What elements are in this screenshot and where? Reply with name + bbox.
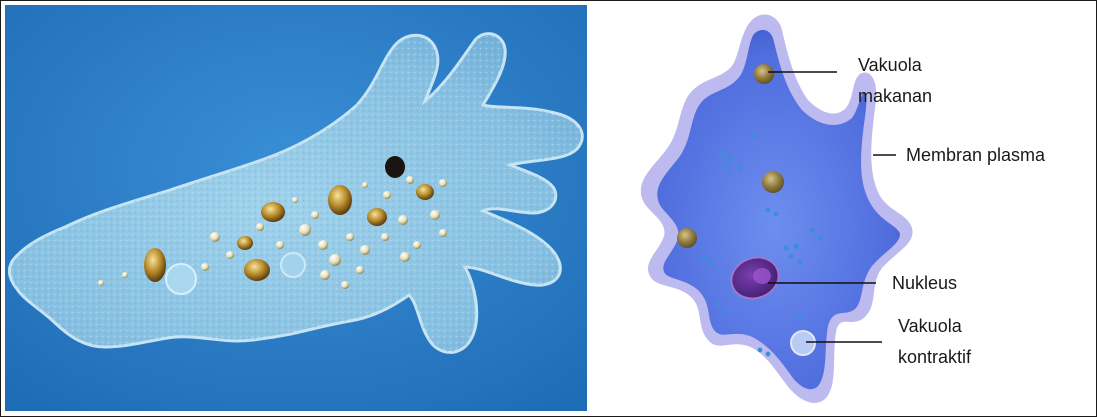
photo-dark-particle: [385, 156, 405, 178]
label-contractile-vacuole-line1: Vakuola: [898, 314, 962, 338]
photo-food-vacuole: [416, 184, 434, 200]
label-nucleus: Nukleus: [892, 271, 957, 295]
photo-food-vacuole: [261, 202, 285, 222]
photo-food-vacuole: [244, 259, 270, 281]
diagram-food-vacuole: [677, 228, 697, 248]
label-food-vacuole-line1: Vakuola: [858, 53, 922, 77]
diagram-contractile-vacuole: [791, 331, 815, 355]
photo-clear-vacuole: [166, 264, 196, 294]
photo-clear-vacuole: [281, 253, 305, 277]
diagram-food-vacuole: [754, 64, 774, 84]
photo-food-vacuole: [144, 248, 166, 282]
photo-food-vacuole: [328, 185, 352, 215]
label-food-vacuole-line2: makanan: [858, 84, 932, 108]
label-plasma-membrane: Membran plasma: [906, 143, 1045, 167]
photo-food-vacuole: [237, 236, 253, 250]
diagram-nucleolus: [753, 268, 771, 284]
diagram-food-vacuole: [762, 171, 784, 193]
label-contractile-vacuole-line2: kontraktif: [898, 345, 971, 369]
amoeba-diagram: [590, 0, 1097, 417]
amoeba-photo: [5, 5, 587, 411]
photo-food-vacuole: [367, 208, 387, 226]
